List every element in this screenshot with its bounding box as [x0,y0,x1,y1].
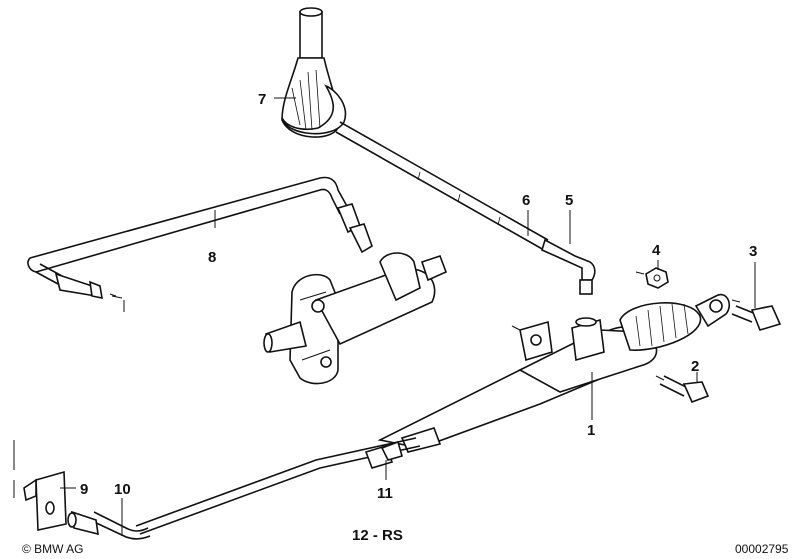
pipe-lower-drawing [67,510,151,540]
part-label-2: 2 [691,358,699,375]
part-label-11: 11 [377,485,393,502]
leader-lines [60,97,756,536]
part-label-6: 6 [522,192,530,209]
part-label-8: 8 [208,249,216,266]
hose-drawing [335,121,549,251]
slave-cylinder-drawing [263,252,448,385]
bolt-3-drawing [731,305,782,331]
bolt-2-drawing [659,375,710,404]
document-number: 00002795 [735,542,789,556]
copyright-text: © BMW AG [22,542,84,556]
nut-4-drawing [645,267,669,289]
group-label: 12 - RS [352,527,403,544]
part-label-7: 7 [258,91,266,108]
holder-drawing [13,440,67,531]
part-label-4: 4 [652,242,661,259]
reservoir-cap-drawing [281,7,347,138]
part-label-10: 10 [114,481,131,498]
hose-fitting-drawing [364,440,403,469]
part-label-3: 3 [749,243,757,260]
part-label-9: 9 [80,481,88,498]
connector-drawing [541,238,596,295]
pipe-upper-drawing [27,176,373,312]
master-cylinder-drawing [135,293,731,535]
part-label-5: 5 [565,192,573,209]
part-label-1: 1 [587,422,595,439]
